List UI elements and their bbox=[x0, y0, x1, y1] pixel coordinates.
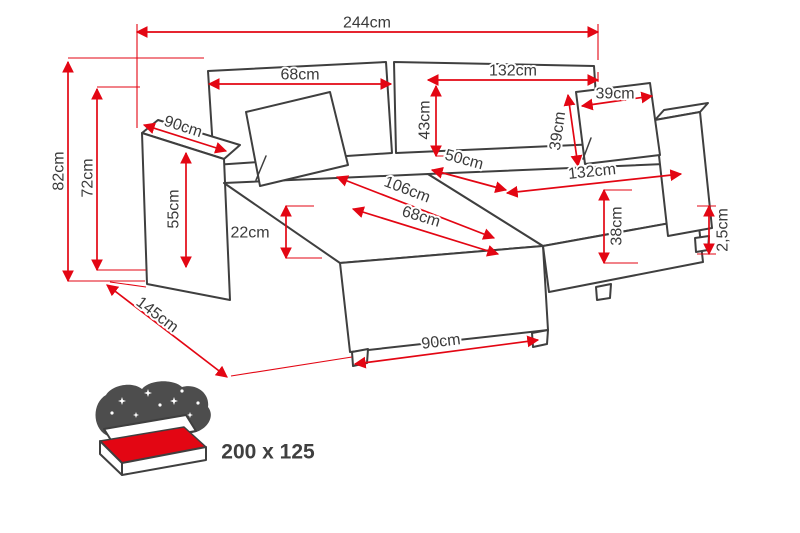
dim-clearance-22: 22cm bbox=[228, 204, 292, 260]
right-pillow-fold bbox=[582, 137, 592, 160]
dim-label-43: 43cm bbox=[417, 100, 434, 139]
dim-label-90-front: 90cm bbox=[421, 331, 462, 353]
dim-backrest-right-width: 132cm bbox=[426, 61, 600, 86]
dim-armrest-height: 55cm bbox=[164, 151, 192, 269]
dim-label-82: 82cm bbox=[51, 151, 68, 190]
dim-total-height: 82cm bbox=[49, 60, 74, 283]
dim-label-244: 244cm bbox=[343, 15, 391, 32]
bed-base-front-face bbox=[121, 446, 207, 476]
sofa-foot-chaise-right bbox=[531, 329, 549, 348]
storage-bed-icon bbox=[95, 381, 211, 476]
dim-backrest-left-width: 68cm bbox=[207, 65, 393, 90]
dim-front-width-90: 90cm bbox=[353, 329, 540, 369]
dim-backrest-height: 43cm bbox=[415, 84, 442, 158]
dim-total-width: 244cm bbox=[135, 13, 600, 38]
left-pillow-fold bbox=[255, 155, 267, 181]
sofa-foot-right-armrest bbox=[694, 235, 710, 253]
dim-label-38: 38cm bbox=[609, 206, 626, 245]
left-pillow bbox=[245, 91, 349, 187]
right-seat-front-face bbox=[542, 217, 704, 293]
dim-label-39-width: 39cm bbox=[595, 86, 634, 103]
dim-label-132-back: 132cm bbox=[489, 63, 537, 80]
dim-chaise-depth-145: 145cm bbox=[106, 284, 228, 378]
dim-seat-height-38: 38cm bbox=[598, 188, 628, 265]
dim-label-145: 145cm bbox=[133, 294, 182, 336]
dim-label-72: 72cm bbox=[80, 158, 97, 197]
dim-gap-2-5: 2,5cm bbox=[703, 204, 734, 256]
ext-145-top bbox=[109, 281, 147, 288]
sleeping-area-size-label: 200 x 125 bbox=[221, 441, 315, 464]
ext-145-bottom bbox=[230, 356, 353, 377]
dim-label-2-5: 2,5cm bbox=[715, 208, 732, 252]
dim-height-72: 72cm bbox=[78, 87, 103, 272]
dim-pillow-width: 39cm bbox=[580, 84, 654, 111]
dim-label-50: 50cm bbox=[443, 147, 485, 174]
dim-label-55: 55cm bbox=[166, 189, 183, 228]
dim-label-22: 22cm bbox=[230, 225, 269, 242]
dim-label-68-back: 68cm bbox=[280, 67, 319, 84]
sofa-foot-seat-front bbox=[595, 283, 612, 301]
